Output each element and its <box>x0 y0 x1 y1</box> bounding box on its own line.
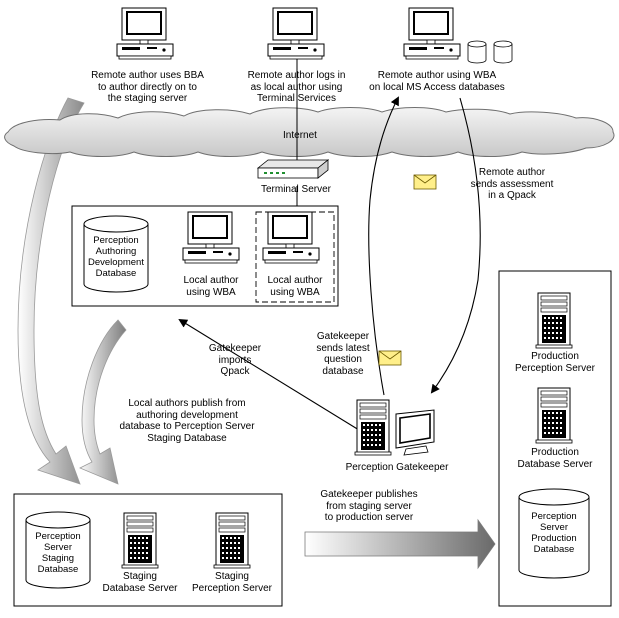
gk-imports-line-3: Qpack <box>220 366 250 377</box>
internet-cloud <box>4 107 615 157</box>
production-database-label: Perception Server Production Database <box>519 511 589 555</box>
local-publish-line-1: Local authors publish from <box>128 398 246 409</box>
gatekeeper-imports-label: Gatekeeper imports Qpack <box>205 343 265 378</box>
terminal-server-label: Terminal Server <box>246 184 346 196</box>
gatekeeper-sends-label: Gatekeeper sends latest question databas… <box>308 331 378 377</box>
prod-perception-line-1: Production <box>531 351 579 362</box>
local-author-1-label: Local author using WBA <box>176 275 246 298</box>
production-perception-server-icon <box>535 292 573 349</box>
production-database-server-icon <box>535 387 573 444</box>
staging-db-line-2: Server <box>44 542 72 553</box>
remote-bba-pc-icon <box>116 7 174 60</box>
local-publish-label: Local authors publish from authoring dev… <box>112 398 262 444</box>
remote-wba-label: Remote author using WBA on local MS Acce… <box>362 70 512 93</box>
publish-to-production-arrow <box>304 518 496 570</box>
internet-label: Internet <box>270 130 330 142</box>
staging-database-icon <box>25 511 91 589</box>
staging-db-line-3: Staging <box>41 553 75 564</box>
staging-perception-server-icon <box>213 512 251 569</box>
remote-bba-line-2: to author directly on to <box>98 81 197 93</box>
remote-ts-pc-icon <box>267 7 325 60</box>
gatekeeper-publishes-label: Gatekeeper publishes from staging server… <box>314 489 424 524</box>
authoring-db-line-3: Development <box>88 257 144 268</box>
local-access-databases-icon <box>467 40 513 64</box>
prod-db-line-2: Server <box>540 522 568 533</box>
local-author-1-line-1: Local author <box>183 275 239 286</box>
prod-perception-line-2: Perception Server <box>514 362 596 374</box>
gk-imports-line-1: Gatekeeper <box>208 343 262 354</box>
local-author-2-line-1: Local author <box>267 275 323 286</box>
production-perception-server-label: Production Perception Server <box>503 351 607 374</box>
remote-bba-label: Remote author uses BBA to author directl… <box>80 70 215 105</box>
qpack-note-line-1: Remote author <box>478 167 546 178</box>
prod-dbserver-line-1: Production <box>531 447 579 458</box>
gk-publishes-line-3: to production server <box>324 512 414 523</box>
gatekeeper-sends-arrow <box>368 96 399 396</box>
remote-ts-line-2: as local author using <box>250 81 343 93</box>
local-publish-line-4: Staging Database <box>147 432 227 444</box>
staging-db-line-4: Database <box>37 564 79 575</box>
bba-curved-arrow <box>17 97 85 485</box>
database-envelope-icon <box>378 350 402 366</box>
staging-perception-line-2: Perception Server <box>191 582 273 594</box>
remote-bba-line-3: the staging server <box>107 93 188 104</box>
staging-dbserver-line-2: Database Server <box>102 582 178 594</box>
qpack-envelope-icon <box>413 174 437 190</box>
gk-sends-line-2: sends latest <box>316 342 370 354</box>
production-database-server-label: Production Database Server <box>503 447 607 470</box>
gk-publishes-line-2: from staging server <box>326 500 412 512</box>
authoring-db-line-2: Authoring <box>95 246 137 257</box>
prod-db-line-4: Database <box>533 544 575 555</box>
authoring-database-label: Perception Authoring Development Databas… <box>84 235 148 279</box>
prod-db-line-3: Production <box>531 533 577 544</box>
qpack-note-line-2: sends assessment <box>470 178 554 190</box>
gatekeeper-imports-arrow <box>178 318 373 439</box>
qpack-note-line-3: in a Qpack <box>488 190 536 201</box>
remote-bba-line-1: Remote author uses BBA <box>91 70 204 81</box>
gk-sends-line-1: Gatekeeper <box>316 331 370 342</box>
local-author-2-label: Local author using WBA <box>256 275 334 298</box>
local-publish-line-3: database to Perception Server <box>119 421 255 432</box>
staging-database-server-label: Staging Database Server <box>95 571 185 594</box>
local-author-1-line-2: using WBA <box>186 286 236 298</box>
prod-db-line-1: Perception <box>531 511 577 522</box>
gatekeeper-server-icon <box>354 399 392 456</box>
qpack-arrow <box>430 97 481 394</box>
gatekeeper-monitor-icon <box>395 409 435 456</box>
staging-database-label: Perception Server Staging Database <box>26 531 90 575</box>
gk-imports-line-2: imports <box>218 354 252 366</box>
production-database-icon <box>518 488 590 579</box>
staging-perception-line-1: Staging <box>215 571 249 582</box>
gk-sends-line-4: database <box>322 365 364 377</box>
remote-wba-line-2: on local MS Access databases <box>369 81 505 93</box>
staging-perception-server-label: Staging Perception Server <box>184 571 280 594</box>
terminal-server-text: Terminal Server <box>260 184 332 195</box>
local-author-pc-1-icon <box>182 211 240 264</box>
staging-database-server-icon <box>121 512 159 569</box>
qpack-note-label: Remote author sends assessment in a Qpac… <box>462 167 562 202</box>
gatekeeper-text: Perception Gatekeeper <box>345 462 449 473</box>
internet-text: Internet <box>283 130 317 141</box>
remote-wba-pc-icon <box>403 7 461 60</box>
gk-publishes-line-1: Gatekeeper publishes <box>320 489 418 500</box>
gk-sends-line-3: question <box>324 354 362 365</box>
remote-ts-line-3: Terminal Services <box>257 93 336 104</box>
gatekeeper-publish-link <box>268 420 355 440</box>
remote-ts-line-1: Remote author logs in <box>247 70 346 81</box>
authoring-database-icon <box>83 215 149 293</box>
authoring-db-line-1: Perception <box>93 235 139 246</box>
local-publish-line-2: authoring development <box>136 409 238 421</box>
prod-dbserver-line-2: Database Server <box>517 458 593 470</box>
local-author-2-line-2: using WBA <box>270 286 320 298</box>
terminal-server-icon <box>256 159 330 179</box>
local-author-pc-2-icon <box>262 211 320 264</box>
staging-db-line-1: Perception <box>35 531 81 542</box>
remote-wba-line-1: Remote author using WBA <box>377 70 497 81</box>
remote-ts-label: Remote author logs in as local author us… <box>234 70 359 105</box>
authoring-db-line-4: Database <box>95 268 137 279</box>
local-publish-curved-arrow <box>79 319 127 485</box>
gatekeeper-label: Perception Gatekeeper <box>342 462 452 474</box>
staging-dbserver-line-1: Staging <box>123 571 157 582</box>
